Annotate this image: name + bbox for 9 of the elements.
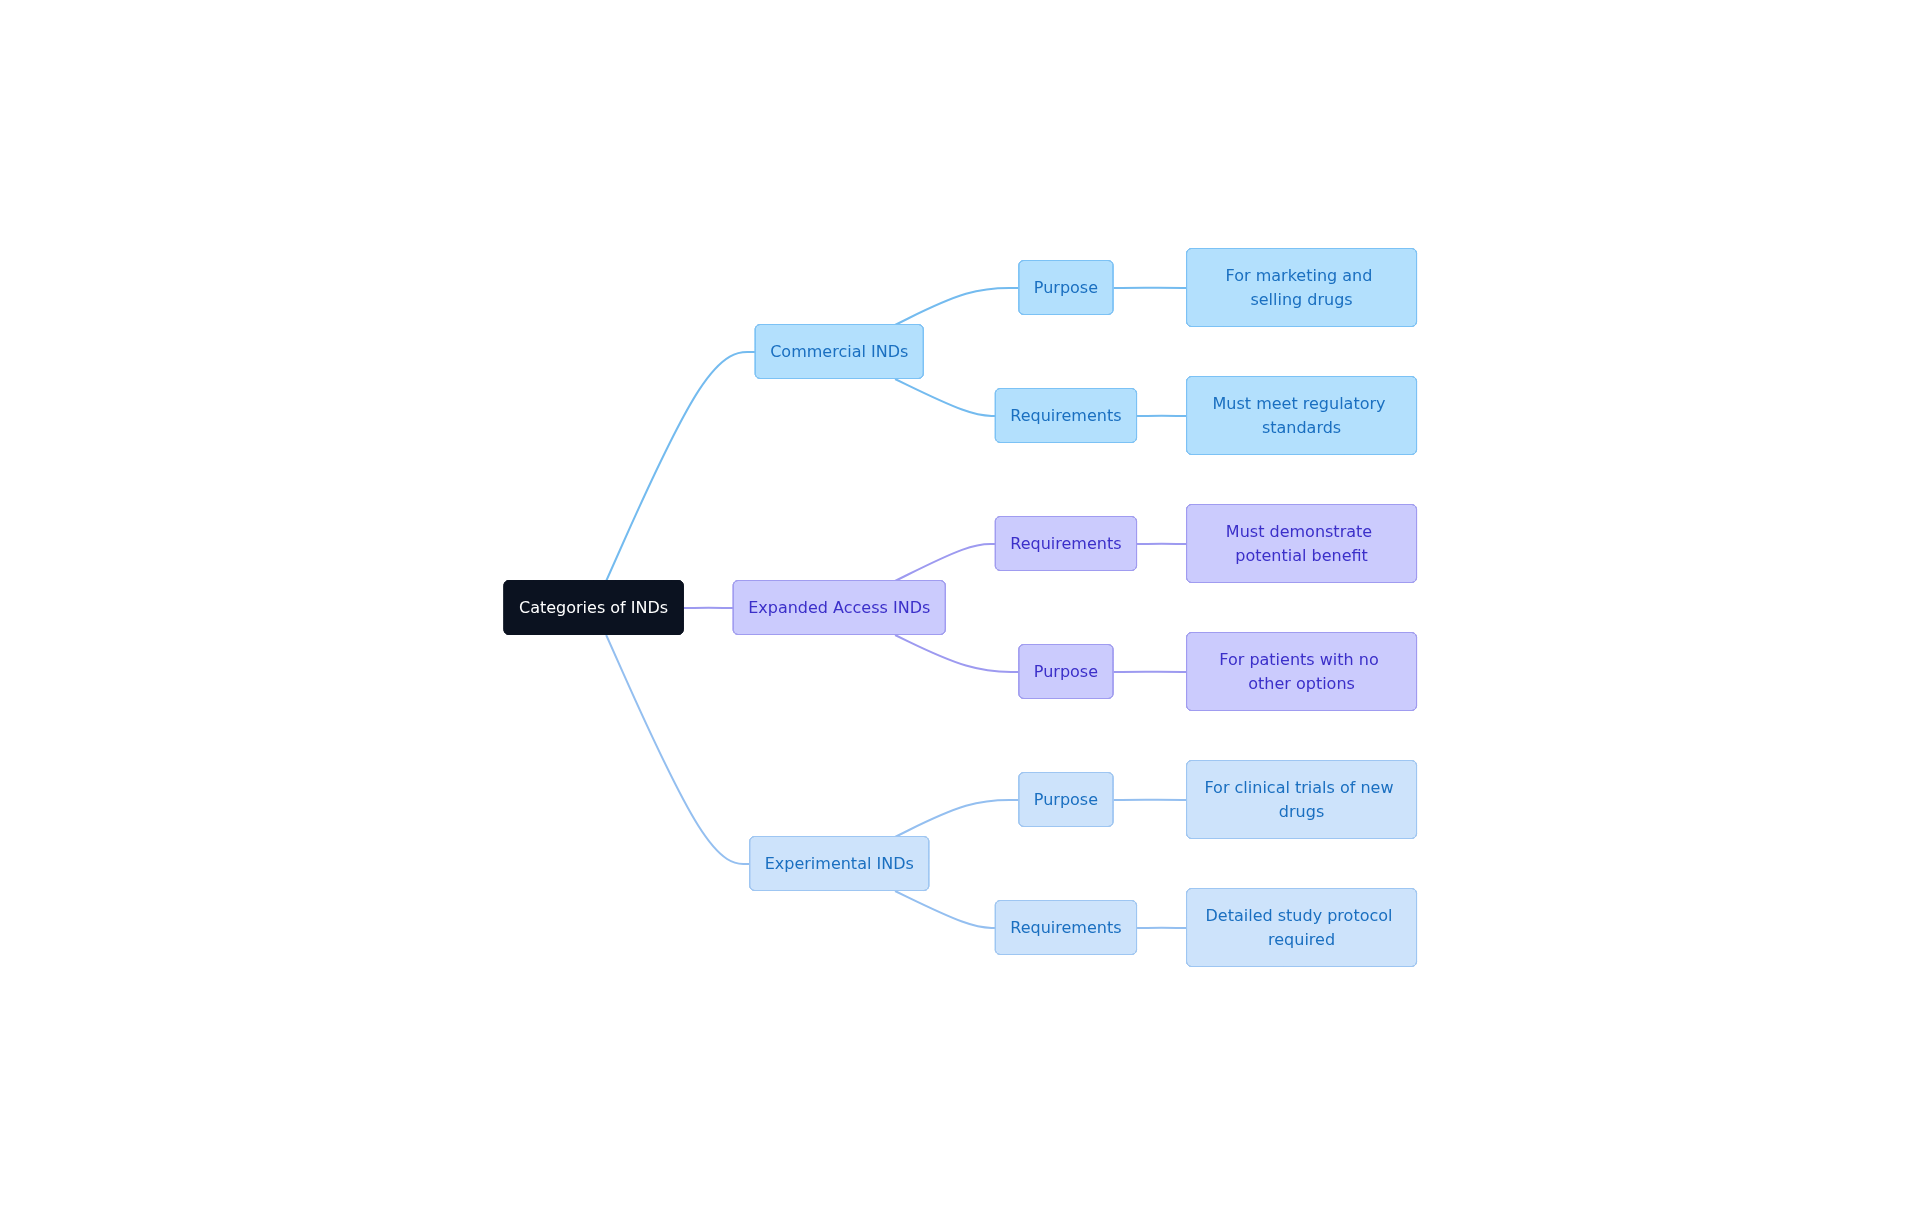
- connector: [1135, 414, 1188, 417]
- connector: [1135, 926, 1188, 929]
- connector: [604, 634, 751, 865]
- connector: [1135, 542, 1188, 545]
- connector: [1112, 670, 1188, 673]
- connector: [893, 378, 997, 417]
- connector: [1112, 286, 1188, 289]
- connector: [1112, 798, 1188, 801]
- connector: [893, 890, 997, 929]
